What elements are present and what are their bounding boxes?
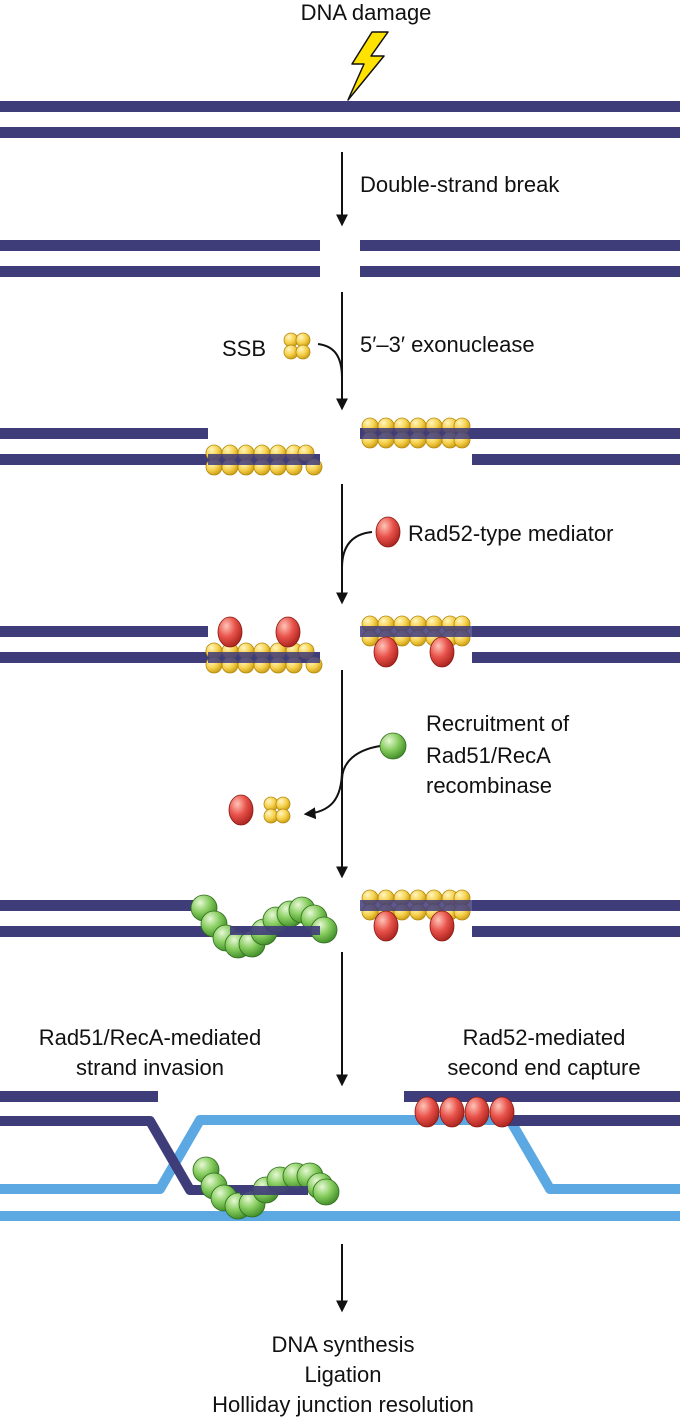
strand-invasion-structure — [0, 1091, 680, 1221]
recruitment-label-line1: Recruitment of — [426, 711, 570, 736]
rad51-filament-dna — [0, 889, 680, 959]
resected-dna-ssb — [0, 417, 680, 476]
recruitment-label-line3: recombinase — [426, 773, 552, 798]
exonuclease-label: 5′–3′ exonuclease — [360, 332, 535, 357]
recruitment-label-line2: Rad51/RecA — [426, 743, 551, 768]
rad51-join-arrow — [341, 745, 381, 781]
donor-strand-bottom — [0, 1211, 680, 1221]
ssb-label: SSB — [222, 336, 266, 361]
second-end-label-line2: second end capture — [447, 1055, 640, 1080]
resected-dna-rad52 — [0, 615, 680, 674]
strand-invasion-label-line2: strand invasion — [76, 1055, 224, 1080]
lightning-bolt-icon — [347, 31, 389, 101]
rad52-join-arrow — [341, 531, 373, 569]
rad51-sphere-icon — [379, 732, 407, 760]
final-label-line2: Ligation — [304, 1362, 381, 1387]
final-label-line1: DNA synthesis — [271, 1332, 414, 1357]
strand-invasion-label-line1: Rad51/RecA-mediated — [39, 1025, 262, 1050]
second-end-label-line1: Rad52-mediated — [463, 1025, 626, 1050]
ssb-join-arrow — [317, 343, 343, 379]
donor-strand-top — [0, 1115, 680, 1194]
double-strand-break-label: Double-strand break — [360, 172, 560, 197]
released-proteins — [228, 794, 291, 826]
ssb-tetramer-icon — [283, 332, 311, 360]
rad52-mediator-label: Rad52-type mediator — [408, 521, 613, 546]
final-label-line3: Holliday junction resolution — [212, 1392, 474, 1417]
broken-dna — [0, 240, 680, 277]
dna-damage-label: DNA damage — [301, 0, 432, 25]
intact-dna — [0, 101, 680, 138]
rad52-oval-icon — [375, 516, 401, 548]
release-arrow — [303, 769, 343, 820]
